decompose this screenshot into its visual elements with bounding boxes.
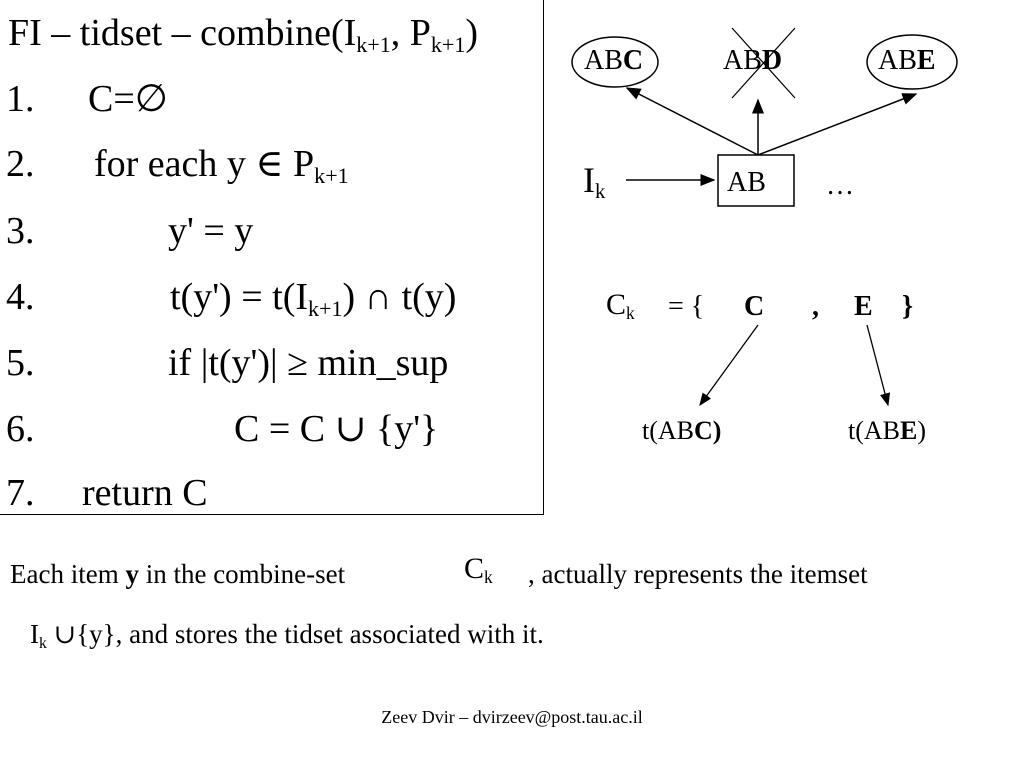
caption-line-2: Ik ∪{y}, and stores the tidset associate… bbox=[30, 619, 544, 652]
footer-credit: Zeev Dvir – dvirzeev@post.tau.ac.il bbox=[381, 707, 643, 727]
line-code: y' = y bbox=[168, 210, 254, 252]
input-ik-label: Ik bbox=[583, 160, 606, 204]
algorithm-title-subscript: k+1 bbox=[430, 31, 466, 57]
arrow-to-abc bbox=[625, 87, 759, 156]
caption-line-1b: , actually represents the itemset bbox=[528, 559, 868, 589]
ck-symbol: Ck bbox=[606, 288, 635, 324]
algorithm-title-subscript: k+1 bbox=[356, 31, 391, 57]
candidate-abc-label: ABC bbox=[584, 45, 644, 76]
algorithm-title-text: ) bbox=[465, 12, 479, 54]
tidset-abe: t(ABE) bbox=[848, 416, 927, 445]
ck-comma: , bbox=[812, 291, 819, 322]
candidate-abe-ellipse bbox=[866, 34, 958, 90]
candidate-abc-ellipse bbox=[571, 36, 659, 88]
arrow-c-to-tid bbox=[699, 324, 759, 407]
line-code: return C bbox=[82, 472, 208, 514]
line-code: t(y') = t(Ik+1) ∩ t(y) bbox=[170, 276, 457, 321]
ck-item-e: E bbox=[854, 291, 873, 322]
algorithm-title: FI – tidset – combine(Ik+1, Pk+1) bbox=[8, 12, 479, 55]
line-code: if |t(y')| ≥ min_sup bbox=[168, 342, 449, 384]
ellipsis: … bbox=[826, 170, 854, 201]
caption-ck-symbol: Ck bbox=[464, 552, 493, 588]
diagram-graphics bbox=[571, 27, 958, 407]
line-number: 1. bbox=[6, 78, 35, 120]
arrow-to-abe bbox=[757, 93, 918, 156]
algorithm-box bbox=[0, 0, 544, 515]
ck-set-close: } bbox=[902, 291, 914, 322]
line-code: C=∅ bbox=[88, 78, 168, 120]
algorithm-title-text: , P bbox=[390, 12, 431, 54]
line-number: 5. bbox=[6, 342, 35, 384]
line-code: for each y ∈ Pk+1 bbox=[94, 143, 349, 188]
arrow-e-to-tid bbox=[866, 324, 891, 407]
ck-item-c: C bbox=[744, 291, 765, 322]
line-number: 2. bbox=[6, 143, 35, 185]
tidset-abc: t(ABC) bbox=[642, 416, 722, 445]
line-number: 3. bbox=[6, 210, 35, 252]
node-ab-label: AB bbox=[727, 167, 766, 198]
candidate-abe-label: ABE bbox=[878, 45, 936, 76]
line-number: 6. bbox=[6, 408, 35, 450]
pruned-cross-line bbox=[731, 27, 796, 99]
line-code: C = C ∪ {y'} bbox=[234, 408, 439, 450]
line-number: 7. bbox=[6, 472, 35, 514]
ck-set-open: = { bbox=[668, 291, 705, 322]
algorithm-title-text: FI – tidset – combine(I bbox=[8, 12, 357, 54]
candidate-abd-label: ABD bbox=[723, 45, 783, 76]
line-number: 4. bbox=[6, 276, 35, 318]
node-ab-box bbox=[717, 154, 795, 207]
caption-line-1a: Each item y in the combine-set bbox=[10, 559, 346, 589]
